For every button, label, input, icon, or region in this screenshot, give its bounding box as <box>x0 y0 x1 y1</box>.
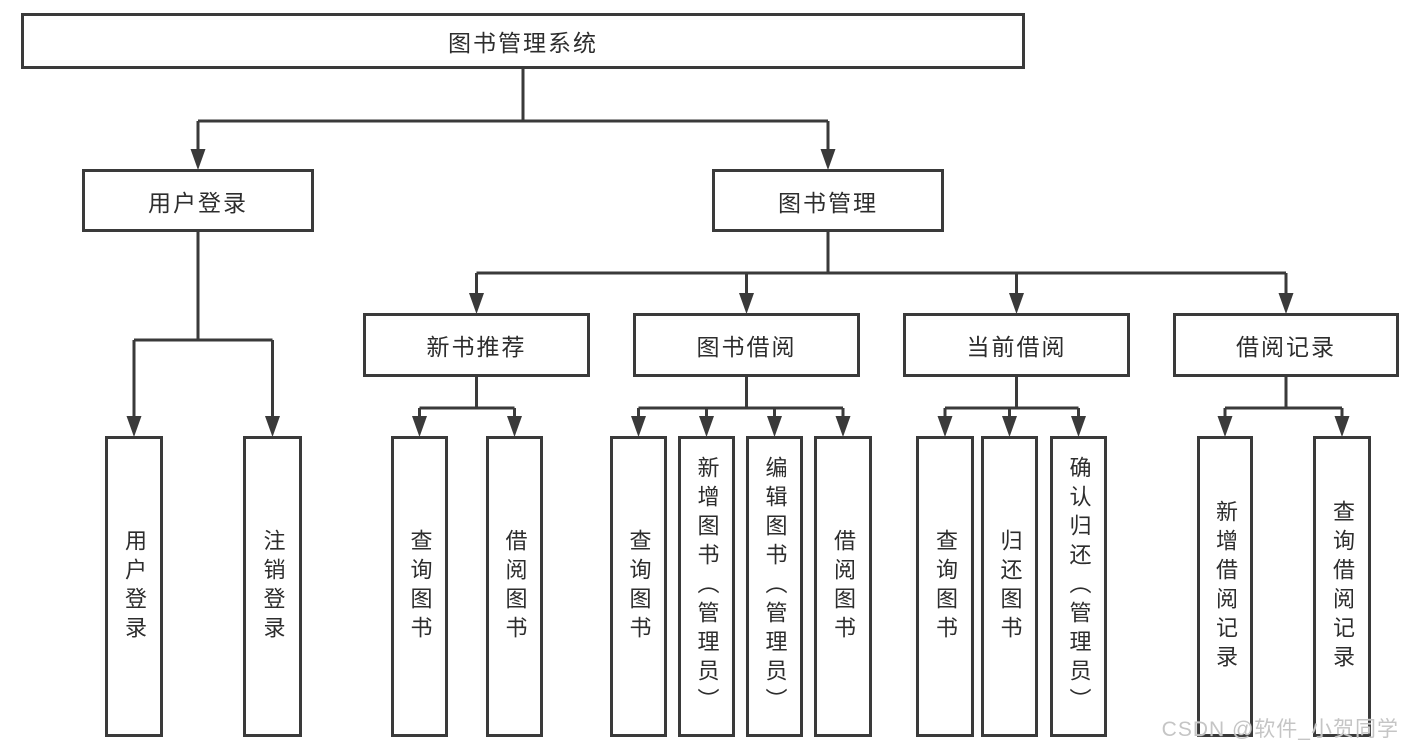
csdn-watermark: CSDN @软件_小贺同学 <box>1161 718 1399 741</box>
leaf-user-login: 用户登录 <box>105 436 163 737</box>
node-label: 借阅图书 <box>831 528 856 645</box>
leaf-query-books: 查询图书 <box>610 436 667 737</box>
node-label: 查询图书 <box>933 528 958 645</box>
node-label: 当前借阅 <box>966 334 1067 360</box>
node-label: 编辑图书（管理员） <box>762 456 788 717</box>
node-label: 归还图书 <box>997 528 1023 645</box>
node-label: 新增图书（管理员） <box>694 456 720 717</box>
leaf-logout: 注销登录 <box>243 436 302 737</box>
node-label: 图书管理 <box>778 189 878 216</box>
node-library-management-system: 图书管理系统 <box>21 13 1025 69</box>
node-current-borrowing: 当前借阅 <box>903 313 1130 377</box>
leaf-confirm-return-admin: 确认归还（管理员） <box>1050 436 1107 737</box>
node-label: 查询图书 <box>407 528 433 645</box>
node-borrowing-records: 借阅记录 <box>1173 313 1399 377</box>
node-new-book-recommendation: 新书推荐 <box>363 313 590 377</box>
leaf-query-borrow-record: 查询借阅记录 <box>1313 436 1371 737</box>
node-book-management: 图书管理 <box>712 169 944 232</box>
leaf-add-books-admin: 新增图书（管理员） <box>678 436 735 737</box>
node-label: 新书推荐 <box>426 334 527 360</box>
node-book-borrowing: 图书借阅 <box>633 313 860 377</box>
node-label: 查询图书 <box>626 528 652 645</box>
leaf-edit-books-admin: 编辑图书（管理员） <box>746 436 803 737</box>
leaf-add-borrow-record: 新增借阅记录 <box>1197 436 1253 737</box>
node-label: 注销登录 <box>260 528 286 645</box>
node-label: 借阅图书 <box>502 528 528 645</box>
leaf-query-books: 查询图书 <box>391 436 448 737</box>
node-user-login: 用户登录 <box>82 169 314 232</box>
node-label: 确认归还（管理员） <box>1066 456 1092 717</box>
node-label: 借阅记录 <box>1236 334 1336 360</box>
node-label: 用户登录 <box>122 528 147 645</box>
leaf-return-books: 归还图书 <box>981 436 1038 737</box>
node-label: 新增借阅记录 <box>1213 499 1238 674</box>
leaf-borrow-books: 借阅图书 <box>486 436 543 737</box>
leaf-borrow-books: 借阅图书 <box>814 436 872 737</box>
node-label: 图书借阅 <box>696 334 797 360</box>
leaf-query-books: 查询图书 <box>916 436 974 737</box>
node-label: 图书管理系统 <box>448 30 598 56</box>
node-label: 用户登录 <box>148 189 248 216</box>
node-label: 查询借阅记录 <box>1330 499 1355 674</box>
